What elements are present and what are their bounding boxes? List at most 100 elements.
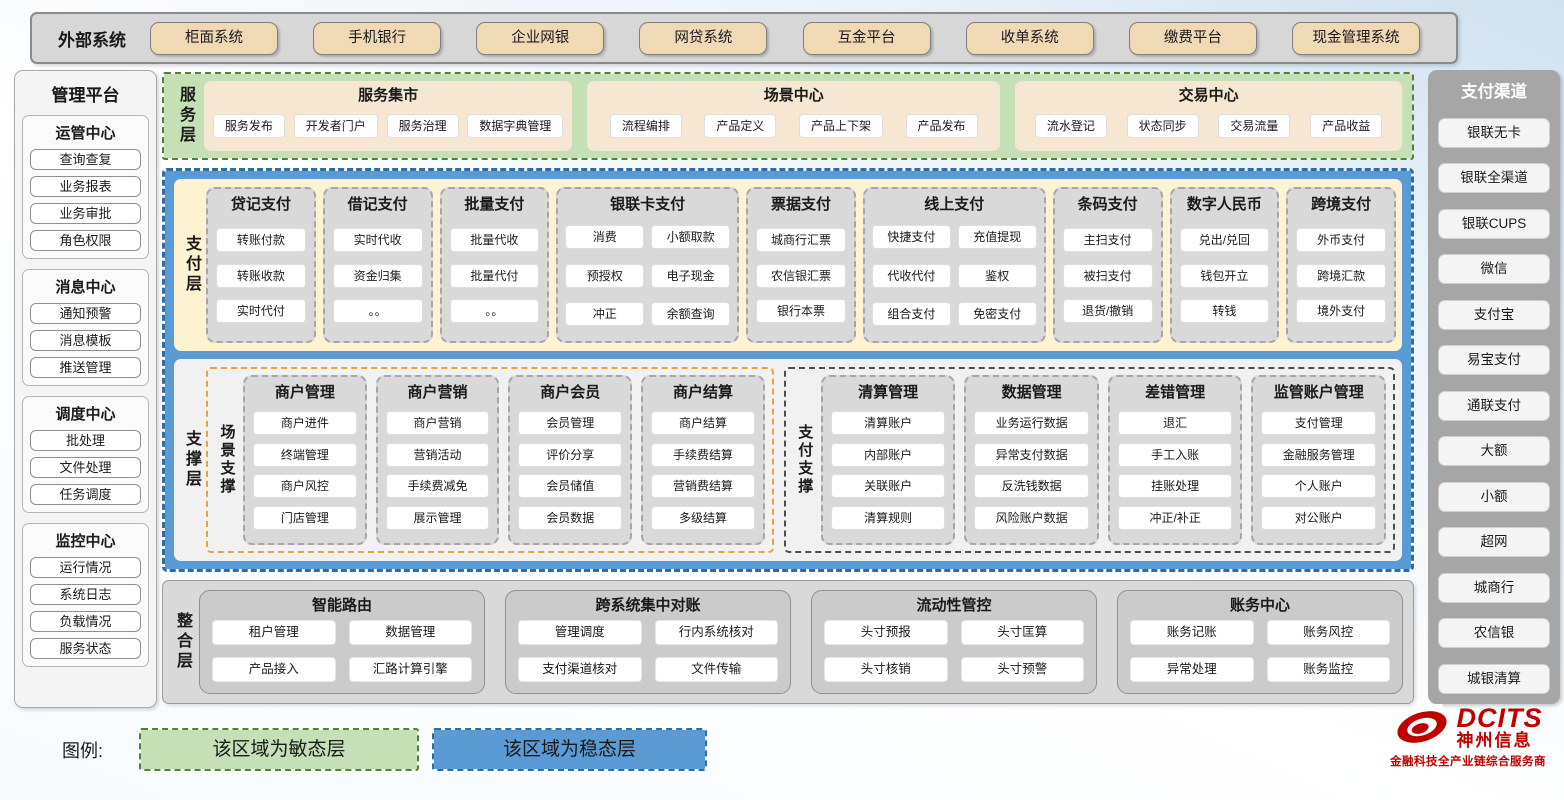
channel-item: 银联无卡 [1438, 117, 1550, 148]
support-item: 业务运行数据 [974, 411, 1089, 436]
support-item: 支付管理 [1261, 411, 1376, 436]
management-group: 调度中心批处理文件处理任务调度 [22, 396, 149, 513]
integration-group-items: 租户管理数据管理产品接入汇路计算引擎 [212, 617, 472, 685]
payment-item: 转账付款 [216, 227, 306, 252]
payment-column: 银联卡支付消费小额取款预授权电子现金冲正余额查询 [556, 187, 740, 343]
payment-column-title: 借记支付 [347, 196, 408, 213]
payment-item: 资金归集 [332, 263, 423, 288]
payment-column-items: 主扫支付被扫支付退货/撤销 [1061, 216, 1155, 335]
support-column-items: 清算账户内部账户关联账户清算规则 [829, 404, 948, 537]
support-column-title: 差错管理 [1145, 384, 1206, 401]
support-item: 冲正/补正 [1117, 505, 1233, 530]
support-zone-columns: 清算管理清算账户内部账户关联账户清算规则数据管理业务运行数据异常支付数据反洗钱数… [820, 375, 1386, 545]
support-item: 清算规则 [830, 505, 946, 530]
support-item: 商户结算 [651, 411, 755, 436]
dcits-logo-texts: DCITS 神州信息 [1457, 704, 1543, 750]
support-zone: 支付支撑清算管理清算账户内部账户关联账户清算规则数据管理业务运行数据异常支付数据… [783, 367, 1395, 553]
integration-item: 账务记账 [1130, 620, 1254, 645]
payment-column-items: 外币支付跨境汇款境外支付 [1294, 216, 1388, 335]
service-group-title: 交易中心 [1178, 87, 1239, 104]
integration-item: 产品接入 [212, 657, 336, 682]
payment-column-title: 数字人民币 [1186, 196, 1262, 213]
support-zone: 场景支撑商户管理商户进件终端管理商户风控门店管理商户营销商户营销营销活动手续费减… [206, 367, 774, 553]
external-system-box: 收单系统 [965, 21, 1094, 55]
service-group-items: 流程编排产品定义产品上下架产品发布 [595, 107, 992, 145]
payment-column-title: 票据支付 [770, 196, 831, 213]
payment-item: 余额查询 [651, 302, 731, 327]
integration-group-items: 管理调度行内系统核对支付渠道核对文件传输 [518, 617, 778, 685]
external-systems-label: 外部系统 [58, 30, 126, 50]
payment-item: 免密支付 [957, 302, 1037, 327]
payment-item: 组合支付 [871, 302, 951, 327]
channel-item: 小额 [1438, 481, 1550, 512]
service-item: 状态同步 [1126, 114, 1199, 138]
payment-column-items: 城商行汇票农信银汇票银行本票 [754, 216, 848, 335]
support-item: 手续费结算 [651, 442, 755, 467]
service-item: 流程编排 [609, 114, 682, 138]
integration-item: 头寸匡算 [960, 620, 1084, 645]
channel-item: 微信 [1438, 254, 1550, 285]
external-system-box: 手机银行 [313, 21, 442, 55]
payment-column-title: 线上支付 [924, 196, 985, 213]
management-item: 消息模板 [30, 330, 141, 351]
integration-item: 行内系统核对 [654, 620, 778, 645]
management-item: 任务调度 [30, 484, 141, 505]
payment-item: 实时代付 [216, 299, 306, 324]
integration-group-title: 跨系统集中对账 [595, 597, 701, 614]
service-layer-groups: 服务集市服务发布开发者门户服务治理数据字典管理场景中心流程编排产品定义产品上下架… [204, 81, 1402, 151]
integration-group-items: 头寸预报头寸匡算头寸核销头寸预警 [824, 617, 1084, 685]
support-item: 展示管理 [385, 505, 490, 530]
support-zone-columns: 商户管理商户进件终端管理商户风控门店管理商户营销商户营销营销活动手续费减免展示管… [243, 375, 765, 545]
support-column: 差错管理退汇手工入账挂账处理冲正/补正 [1107, 375, 1243, 545]
integration-item: 头寸预报 [824, 620, 948, 645]
service-item: 产品上下架 [798, 114, 883, 138]
management-group-title: 消息中心 [55, 279, 116, 296]
payment-column: 贷记支付转账付款转账收款实时代付 [206, 187, 316, 343]
integration-layer-label: 整合层 [174, 612, 191, 672]
support-item: 营销费结算 [651, 474, 755, 499]
support-column: 商户结算商户结算手续费结算营销费结算多级结算 [641, 375, 765, 545]
support-item: 反洗钱数据 [974, 474, 1089, 499]
support-item: 手续费减免 [385, 474, 490, 499]
service-layer-label: 服务层 [177, 86, 194, 146]
payment-item: 外币支付 [1296, 227, 1386, 252]
integration-group-title: 流动性管控 [916, 597, 992, 614]
service-group: 服务集市服务发布开发者门户服务治理数据字典管理 [204, 81, 573, 151]
payment-column: 票据支付城商行汇票农信银汇票银行本票 [746, 187, 856, 343]
payment-column-items: 消费小额取款预授权电子现金冲正余额查询 [564, 216, 731, 335]
channel-item: 农信银 [1438, 618, 1550, 649]
support-item: 门店管理 [253, 505, 357, 530]
service-item: 产品发布 [905, 114, 978, 138]
external-system-box: 缴费平台 [1128, 21, 1257, 55]
support-column-title: 清算管理 [858, 384, 919, 401]
integration-item: 账务风控 [1266, 620, 1390, 645]
payment-item: 代收代付 [871, 263, 951, 288]
support-item: 商户进件 [253, 411, 357, 436]
service-item: 交易流量 [1218, 114, 1291, 138]
external-system-box: 企业网银 [476, 21, 605, 55]
integration-item: 数据管理 [348, 620, 472, 645]
support-item: 风险账户数据 [974, 505, 1089, 530]
payment-column: 线上支付快捷支付充值提现代收代付鉴权组合支付免密支付 [862, 187, 1046, 343]
channel-item: 城商行 [1438, 572, 1550, 603]
payment-item: 境外支付 [1296, 299, 1386, 324]
payment-item: 转钱 [1179, 299, 1270, 324]
integration-group: 跨系统集中对账管理调度行内系统核对支付渠道核对文件传输 [505, 590, 791, 694]
support-item: 退汇 [1117, 411, 1233, 436]
legend: 图例: 该区域为敏态层 该区域为稳态层 [62, 728, 708, 771]
payment-column-items: 兑出/兑回钱包开立转钱 [1178, 216, 1272, 335]
support-column: 监管账户管理支付管理金融服务管理个人账户对公账户 [1251, 375, 1386, 545]
management-item: 查询查复 [30, 149, 141, 170]
integration-item: 支付渠道核对 [518, 657, 642, 682]
payment-column-title: 银联卡支付 [610, 196, 686, 213]
channel-item: 超网 [1438, 527, 1550, 558]
payment-item: 充值提现 [957, 224, 1037, 249]
management-group-title: 调度中心 [55, 406, 116, 423]
payment-item: 主扫支付 [1062, 227, 1153, 252]
external-systems-bar: 外部系统 柜面系统手机银行企业网银网贷系统互金平台收单系统缴费平台现金管理系统 [30, 12, 1458, 64]
support-zone-label: 场景支撑 [218, 424, 236, 496]
integration-item: 异常处理 [1130, 657, 1254, 682]
integration-group: 账务中心账务记账账务风控异常处理账务监控 [1117, 590, 1403, 694]
payment-item: 。。 [449, 299, 540, 324]
